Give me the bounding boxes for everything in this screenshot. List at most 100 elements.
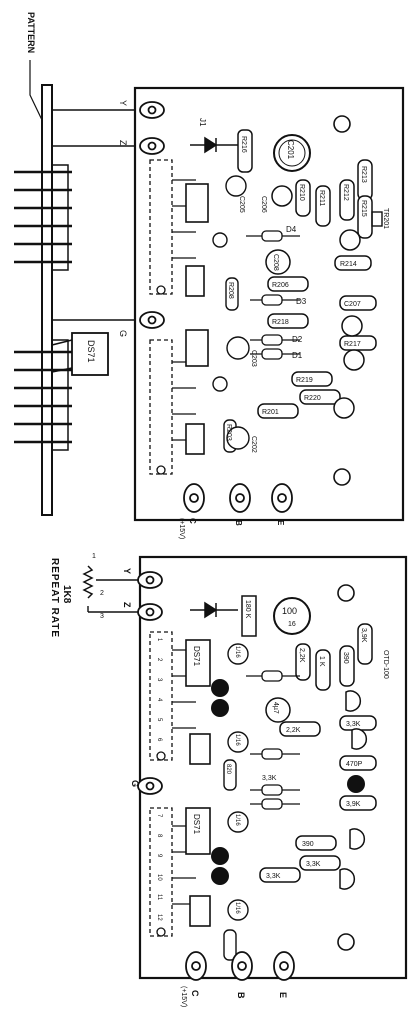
svg-text:180 K: 180 K (244, 600, 251, 619)
svg-text:7: 7 (156, 814, 162, 818)
svg-text:C206: C206 (260, 196, 267, 213)
pin-strip-upper (149, 159, 173, 295)
svg-text:R212: R212 (342, 184, 349, 201)
svg-text:9: 9 (156, 854, 162, 858)
top-terminal-b-label: B (234, 520, 243, 526)
svg-text:D3: D3 (296, 297, 307, 306)
transistor (351, 728, 368, 750)
bottom-terminal-g: G (130, 780, 140, 787)
transistor (339, 229, 361, 251)
top-terminal-e-label: E (276, 520, 285, 526)
c207 (339, 295, 377, 311)
pattern-leader (29, 60, 43, 121)
bottom-board: Y Z G 180 K 100 16 (122, 555, 408, 1007)
transistor (349, 828, 366, 850)
svg-text:R201: R201 (262, 409, 279, 416)
svg-text:1/16: 1/16 (234, 902, 240, 914)
upper-pins (14, 164, 72, 271)
svg-text:R220: R220 (304, 395, 321, 402)
transistor (339, 868, 356, 890)
svg-text:C201: C201 (286, 140, 295, 160)
r214 (334, 255, 372, 271)
svg-text:10: 10 (156, 874, 162, 881)
svg-text:390: 390 (342, 652, 349, 664)
top-board: J1 C201 R216 R213 R210 R211 R (133, 86, 405, 539)
top-terminal-c-label: C (188, 518, 197, 524)
svg-text:820: 820 (225, 764, 231, 775)
c203 (226, 336, 250, 360)
d3 (261, 294, 283, 306)
svg-text:D1: D1 (292, 351, 303, 360)
svg-text:C205: C205 (238, 196, 245, 213)
svg-text:DS71: DS71 (192, 814, 201, 835)
svg-text:3,3K: 3,3K (346, 721, 361, 728)
svg-text:100: 100 (282, 606, 297, 616)
pattern-label: PATTERN (26, 12, 36, 53)
r206 (267, 276, 309, 292)
r218 (267, 313, 309, 329)
svg-text:2,2K: 2,2K (298, 648, 305, 663)
svg-text:3: 3 (100, 613, 104, 620)
transistor (341, 315, 363, 337)
svg-text:C202: C202 (250, 436, 257, 453)
r-3k3b (299, 855, 341, 871)
ic-ds71-b (185, 807, 211, 855)
side-view: PATTERN (14, 12, 140, 516)
svg-text:R208: R208 (227, 282, 234, 299)
r201 (257, 403, 299, 419)
j1-diode (190, 136, 238, 154)
svg-text:R211: R211 (318, 190, 325, 206)
svg-text:470P: 470P (346, 761, 363, 768)
svg-text:390: 390 (302, 841, 314, 848)
svg-text:3,3K: 3,3K (306, 861, 321, 868)
svg-text:4µ7: 4µ7 (272, 702, 279, 714)
bottom-terminal-c-volt: (+15V) (180, 986, 187, 1007)
mount-hole (337, 933, 355, 951)
bottom-terminal-z: Z (122, 602, 132, 608)
svg-text:3,3K: 3,3K (262, 775, 277, 782)
svg-text:1/16: 1/16 (234, 814, 240, 826)
r-390 (339, 645, 355, 687)
svg-text:2: 2 (156, 658, 162, 662)
side-ic-body (71, 332, 109, 376)
svg-text:1: 1 (92, 553, 96, 560)
svg-text:R217: R217 (344, 341, 361, 348)
r-3k3c (259, 867, 301, 883)
pot-label-value: 1K8 (61, 585, 72, 604)
svg-text:C208: C208 (272, 254, 279, 271)
svg-text:3,3K: 3,3K (266, 873, 281, 880)
r219 (291, 371, 333, 387)
svg-text:3,9K: 3,9K (346, 801, 361, 808)
ic-block (185, 329, 209, 367)
c208 (265, 249, 291, 275)
r216 (237, 129, 253, 173)
svg-text:D4: D4 (286, 225, 297, 234)
svg-text:R219: R219 (296, 377, 313, 384)
bottom-terminal-y: Y (122, 568, 132, 574)
lower-pins (14, 339, 72, 451)
svg-text:C207: C207 (344, 301, 361, 308)
pot-label-name: REPEAT RATE (49, 558, 60, 638)
pin-strip-lower (149, 339, 173, 475)
svg-text:R218: R218 (272, 319, 289, 326)
ic-block (185, 183, 209, 223)
side-ic-label: DS71 (86, 340, 96, 363)
svg-text:OTD-100: OTD-100 (382, 650, 389, 679)
svg-text:5: 5 (156, 718, 162, 722)
svg-text:1 K: 1 K (318, 656, 325, 667)
r-1k (315, 649, 331, 691)
svg-text:R210: R210 (298, 184, 305, 201)
d2 (261, 334, 283, 346)
svg-text:16: 16 (288, 621, 296, 628)
c206 (271, 185, 293, 207)
svg-text:4: 4 (156, 698, 162, 702)
svg-text:3: 3 (156, 678, 162, 682)
d1 (261, 348, 283, 360)
svg-text:R215: R215 (360, 200, 367, 217)
r-390b (295, 835, 337, 851)
label-j1: J1 (198, 118, 207, 127)
r-2k2b (279, 721, 321, 737)
svg-text:D2: D2 (292, 335, 303, 344)
mount-hole (337, 584, 355, 602)
